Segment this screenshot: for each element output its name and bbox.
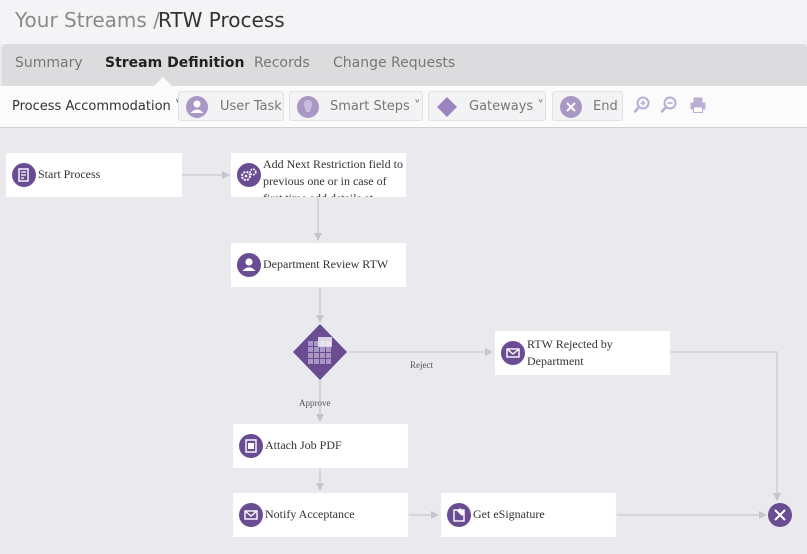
tab-bar: Summary Stream Definition Records Change… <box>2 44 807 86</box>
node-department-review[interactable]: Department Review RTW <box>231 243 406 287</box>
end-label: End <box>593 99 618 114</box>
breadcrumb[interactable]: Your Streams / <box>15 8 160 32</box>
node-rtw-rejected[interactable]: RTW Rejected by Department <box>495 331 670 375</box>
process-select[interactable]: Process Accommodation ˅ <box>12 99 182 114</box>
node-label: RTW Rejected by Department <box>527 337 613 368</box>
zoom-out-icon[interactable] <box>660 96 678 114</box>
tab-stream-definition[interactable]: Stream Definition <box>105 55 245 71</box>
user-icon <box>237 253 261 277</box>
node-label: Start Process <box>38 167 101 181</box>
node-add-restriction[interactable]: Add Next Restriction field to previous o… <box>231 153 406 197</box>
node-notify-acceptance[interactable]: Notify Acceptance <box>233 493 408 537</box>
smart-steps-button[interactable]: Smart Steps ˅ <box>289 91 423 121</box>
reject-edge-label: Reject <box>410 360 433 370</box>
node-label: Notify Acceptance <box>265 507 355 521</box>
print-icon[interactable] <box>689 96 707 114</box>
tab-change-requests[interactable]: Change Requests <box>333 55 456 71</box>
process-canvas: Start Process Add Next Restriction field… <box>0 128 807 554</box>
user-icon <box>186 96 208 118</box>
end-event[interactable] <box>768 503 792 527</box>
node-attach-job-pdf[interactable]: Attach Job PDF <box>233 424 408 468</box>
pdf-document-icon <box>239 434 263 458</box>
node-label: Attach Job PDF <box>265 438 342 452</box>
lightbulb-icon <box>297 96 319 118</box>
node-start-process[interactable]: Start Process <box>6 153 182 197</box>
flow-connectors <box>182 171 792 527</box>
close-circle-icon <box>560 96 582 118</box>
document-edit-icon <box>12 163 36 187</box>
signature-icon <box>447 503 471 527</box>
diamond-icon <box>437 97 457 117</box>
gateways-label: Gateways ˅ <box>469 99 544 114</box>
node-label: Get eSignature <box>473 507 545 521</box>
decision-gateway[interactable] <box>293 324 347 380</box>
end-button[interactable]: End <box>552 91 623 121</box>
node-get-esignature[interactable]: Get eSignature <box>441 493 616 537</box>
node-label: Department Review RTW <box>263 257 389 271</box>
approve-edge-label: Approve <box>299 398 331 408</box>
node-label: Add Next Restriction field to previous o… <box>263 157 403 197</box>
smart-steps-label: Smart Steps ˅ <box>330 99 421 114</box>
toolbar: Process Accommodation ˅ User Task Smart … <box>0 86 807 128</box>
zoom-in-icon[interactable] <box>633 96 651 114</box>
tab-records[interactable]: Records <box>254 55 310 71</box>
user-task-button[interactable]: User Task <box>178 91 284 121</box>
tab-summary[interactable]: Summary <box>15 55 83 71</box>
title-bar: Your Streams / RTW Process <box>0 0 807 44</box>
email-icon <box>239 503 263 527</box>
gears-icon <box>237 163 261 187</box>
user-task-label: User Task <box>220 99 282 114</box>
active-tab-indicator <box>154 77 172 86</box>
email-send-icon <box>501 341 525 365</box>
gateways-button[interactable]: Gateways ˅ <box>428 91 546 121</box>
page-title: RTW Process <box>158 8 285 32</box>
